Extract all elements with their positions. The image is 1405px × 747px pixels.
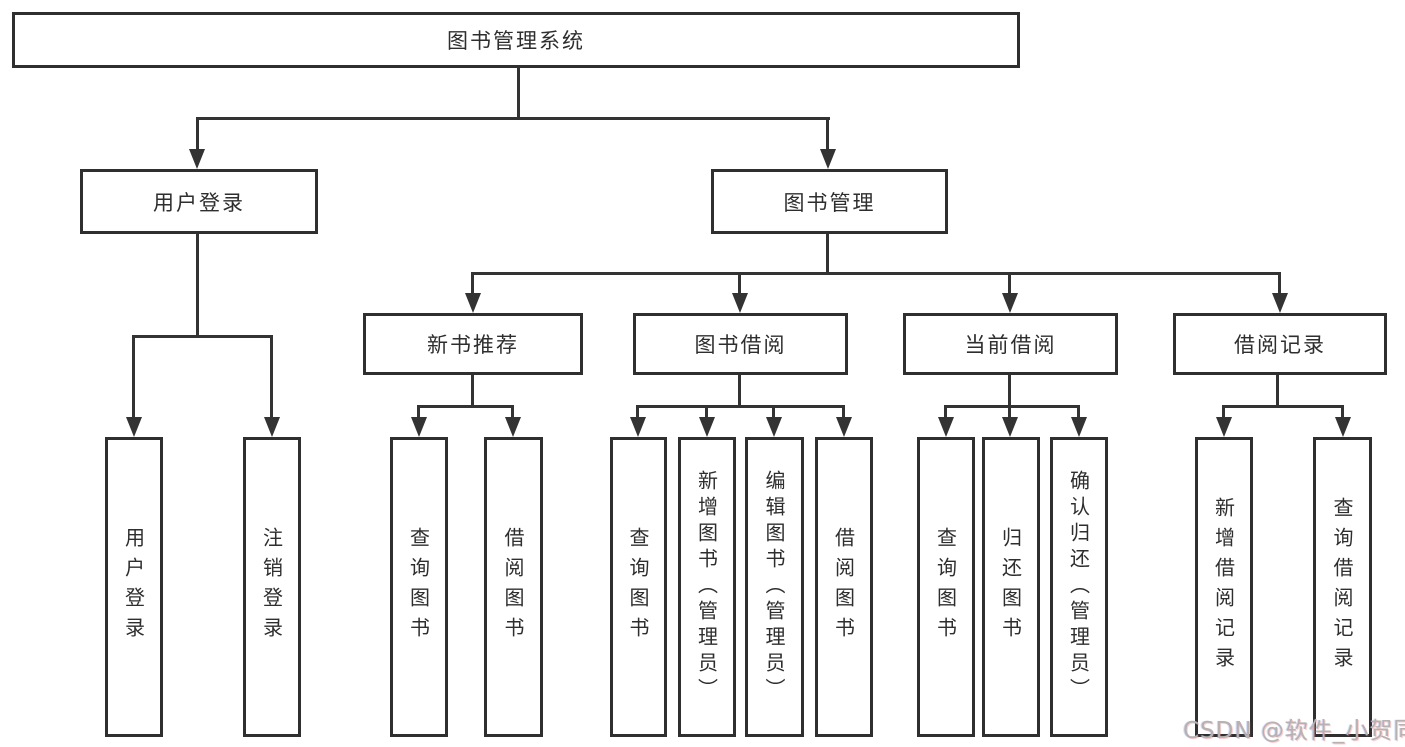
node-borrowing-records: 借阅记录 [1173, 313, 1387, 375]
csdn-watermark: CSDN @软件_小贺同学 [1183, 718, 1405, 744]
connector-line [1341, 405, 1344, 418]
leaf-label: 借阅图书 [831, 527, 856, 647]
leaf-label: 查询图书 [933, 527, 958, 647]
connector-line [270, 335, 273, 418]
arrow-down-icon [465, 293, 481, 313]
connector-line [1278, 272, 1281, 294]
connector-line [471, 375, 474, 408]
connector-line [132, 335, 135, 418]
node-new-book-recommendation: 新书推荐 [363, 313, 583, 375]
connector-line [1008, 405, 1011, 418]
connector-line [517, 68, 520, 120]
connector-line [1222, 405, 1225, 418]
arrow-down-icon [505, 417, 521, 437]
connector-line [772, 405, 775, 418]
leaf-label: 借阅图书 [501, 527, 525, 647]
arrow-down-icon [1272, 293, 1288, 313]
connector-line [636, 405, 639, 418]
leaf-return-books: 归还图书 [982, 437, 1040, 737]
connector-line [826, 234, 829, 275]
connector-line [944, 405, 947, 418]
arrow-down-icon [1002, 293, 1018, 313]
connector-line [1276, 375, 1279, 408]
arrow-down-icon [1002, 417, 1018, 437]
connector-line [826, 117, 829, 150]
leaf-label: 新增借阅记录 [1211, 497, 1236, 677]
connector-line [471, 272, 1281, 275]
connector-line [196, 117, 830, 120]
leaf-label: 查询图书 [406, 527, 431, 647]
connector-line [705, 405, 708, 418]
leaf-label: 查询借阅记录 [1330, 497, 1354, 677]
arrow-down-icon [820, 149, 836, 169]
node-user-login: 用户登录 [80, 169, 318, 234]
connector-line [1008, 272, 1011, 294]
leaf-label: 查询图书 [626, 527, 650, 647]
leaf-confirm-return-admin: 确认归还（管理员） [1050, 437, 1108, 737]
arrow-down-icon [1071, 417, 1087, 437]
connector-line [1008, 375, 1011, 408]
connector-line [738, 375, 741, 408]
arrow-down-icon [189, 149, 205, 169]
arrow-down-icon [1335, 417, 1351, 437]
leaf-add-borrow-record: 新增借阅记录 [1195, 437, 1253, 737]
leaf-edit-book-admin: 编辑图书（管理员） [745, 437, 804, 737]
leaf-add-book-admin: 新增图书（管理员） [678, 437, 736, 737]
leaf-label: 编辑图书（管理员） [762, 470, 786, 704]
connector-line [196, 117, 199, 150]
arrow-down-icon [732, 293, 748, 313]
connector-line [417, 405, 514, 408]
connector-line [196, 234, 199, 338]
leaf-logout: 注销登录 [243, 437, 301, 737]
leaf-label: 用户登录 [121, 527, 146, 647]
leaf-query-books: 查询图书 [390, 437, 448, 737]
connector-line [944, 405, 1080, 408]
leaf-label: 确认归还（管理员） [1066, 470, 1091, 704]
connector-line [511, 405, 514, 418]
arrow-down-icon [411, 417, 427, 437]
node-book-borrowing: 图书借阅 [633, 313, 848, 375]
arrow-down-icon [699, 417, 715, 437]
leaf-label: 注销登录 [259, 527, 284, 647]
leaf-user-login: 用户登录 [105, 437, 163, 737]
connector-line [132, 335, 273, 338]
arrow-down-icon [264, 417, 280, 437]
arrow-down-icon [630, 417, 646, 437]
arrow-down-icon [938, 417, 954, 437]
node-current-borrowing: 当前借阅 [903, 313, 1118, 375]
connector-line [417, 405, 420, 418]
arrow-down-icon [1216, 417, 1232, 437]
connector-line [842, 405, 845, 418]
connector-line [1222, 405, 1344, 408]
connector-line [636, 405, 845, 408]
arrow-down-icon [836, 417, 852, 437]
connector-line [738, 272, 741, 294]
arrow-down-icon [766, 417, 782, 437]
leaf-borrow-books: 借阅图书 [484, 437, 543, 737]
leaf-query-books: 查询图书 [610, 437, 667, 737]
leaf-query-borrow-record: 查询借阅记录 [1313, 437, 1372, 737]
connector-line [471, 272, 474, 294]
leaf-label: 归还图书 [998, 527, 1023, 647]
node-library-management-system: 图书管理系统 [12, 12, 1020, 68]
leaf-query-books: 查询图书 [917, 437, 975, 737]
node-book-management: 图书管理 [711, 169, 948, 234]
connector-line [1077, 405, 1080, 418]
leaf-label: 新增图书（管理员） [694, 470, 719, 704]
arrow-down-icon [126, 417, 142, 437]
leaf-borrow-books: 借阅图书 [815, 437, 873, 737]
